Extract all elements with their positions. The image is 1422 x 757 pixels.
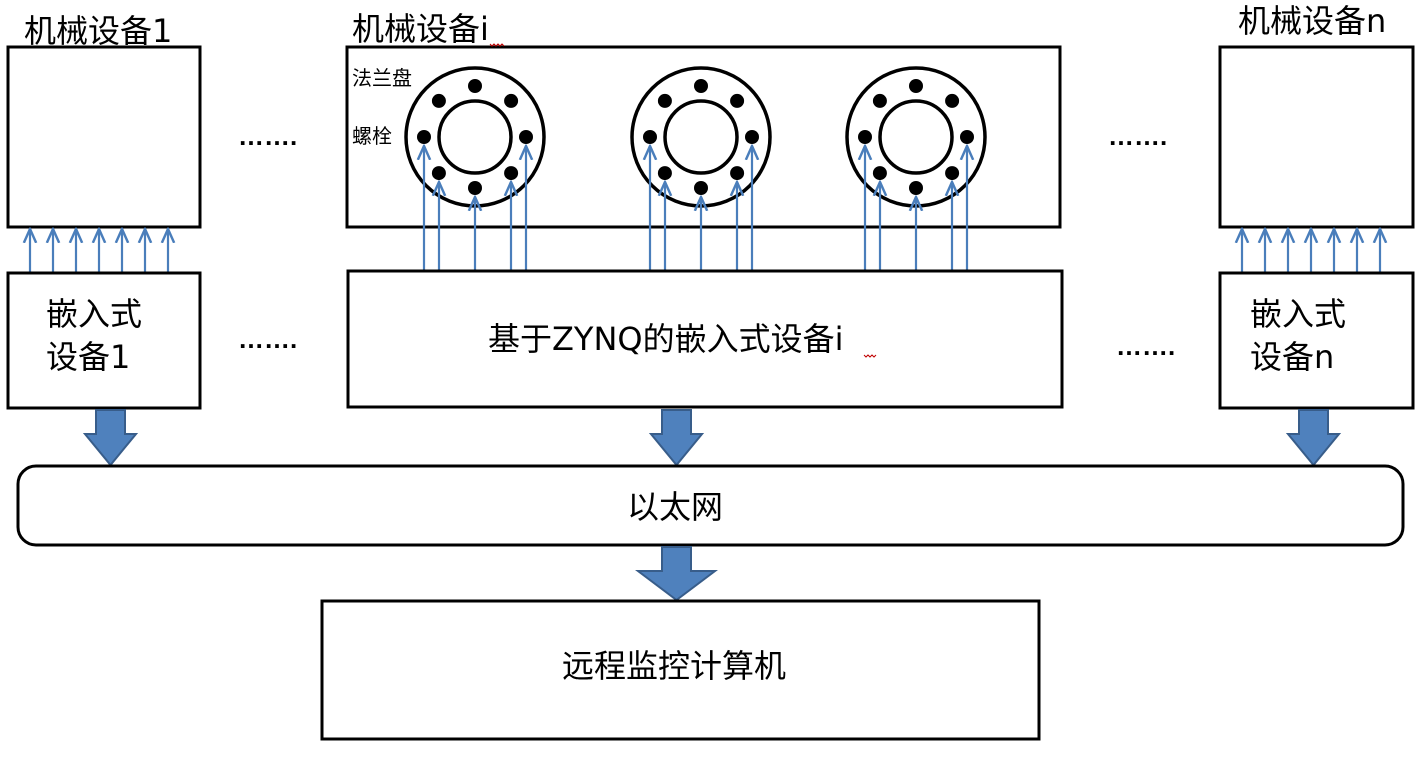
ellipsis-embedded-right: ……. [1116,331,1175,361]
sensor-signal-arrows [30,146,1380,273]
uplink-arrow-device-i [648,409,705,467]
machine-device-i-label: 机械设备i [352,10,489,48]
bolt [945,93,960,108]
ellipsis-embedded-left: ……. [238,324,297,354]
bolt [468,79,482,93]
bolt [945,166,960,181]
flange-label: 法兰盘 [352,66,412,90]
bolt [657,166,672,181]
bolt [694,181,708,195]
bolt [431,93,446,108]
bolt [730,93,745,108]
bolt [468,181,482,195]
remote-monitor-computer-box [320,599,1041,741]
flange [630,66,772,208]
uplink-arrow-device-1 [82,409,139,467]
embedded-device-1-label-line2: 设备1 [46,338,130,376]
bolt-label: 螺栓 [352,124,392,148]
flange [845,66,987,208]
bolt [504,93,519,108]
bolt [858,130,872,144]
machine-device-n-label: 机械设备n [1238,2,1386,40]
flange-inner-bore [437,99,513,175]
machine-device-n-box [1218,45,1415,229]
ethernet-to-monitor-arrow [635,546,718,602]
ethernet-label: 以太网 [627,488,723,526]
bolt [694,79,708,93]
bolt [643,130,657,144]
flange-inner-bore [878,99,954,175]
embedded-device-1-label-line1: 嵌入式 [46,295,142,333]
bolt [872,166,887,181]
machine-device-1-box [6,45,202,229]
embedded-device-n-label-line2: 设备n [1250,338,1334,376]
bolt [657,93,672,108]
bolt [872,93,887,108]
bolt [960,130,974,144]
flange-group [404,66,987,208]
flange-inner-bore [663,99,739,175]
bolt [909,79,923,93]
bolt [431,166,446,181]
embedded-device-1-box [6,271,202,410]
ethernet-bus [16,464,1405,547]
spellcheck-underline-machine-i [489,43,505,47]
bolt [745,130,759,144]
machine-device-1-label: 机械设备1 [24,12,172,50]
uplink-arrow-device-n [1285,409,1342,467]
embedded-device-i-box [346,269,1064,409]
bolt [504,166,519,181]
ellipsis-machines-right: ……. [1108,121,1167,151]
bolt [519,130,533,144]
embedded-device-i-label: 基于ZYNQ的嵌入式设备i [488,320,844,358]
spellcheck-underline-embedded-i [863,354,877,358]
bolt [730,166,745,181]
bolt [909,181,923,195]
ellipsis-machines-left: ……. [238,121,297,151]
bolt [417,130,431,144]
remote-monitor-computer-label: 远程监控计算机 [562,647,786,685]
flange [404,66,546,208]
embedded-device-n-label-line1: 嵌入式 [1250,295,1346,333]
embedded-device-n-box [1218,271,1415,410]
